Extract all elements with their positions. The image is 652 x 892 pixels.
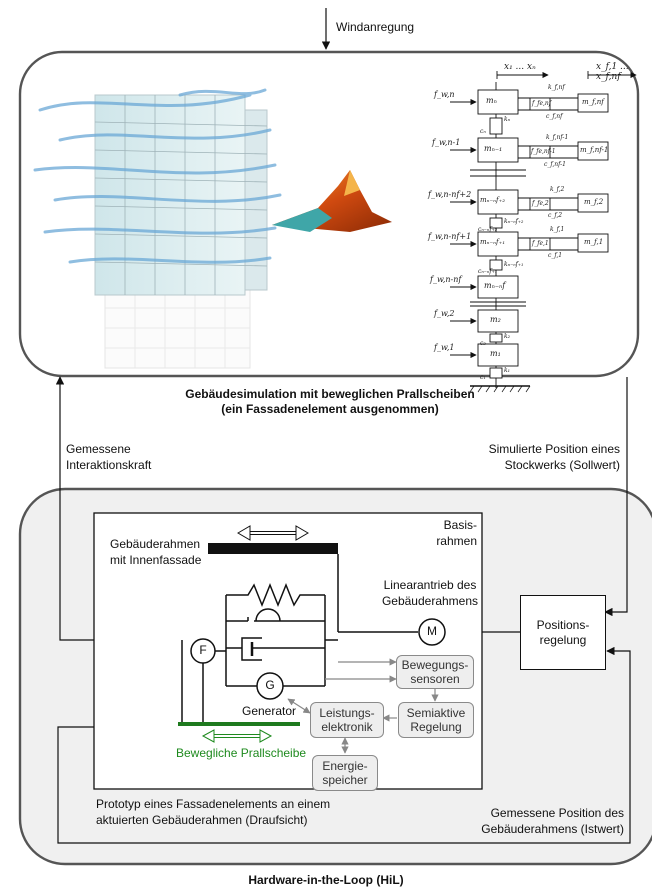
damper-cn-nf-2: cₙ₋ₙf₊₂ <box>478 226 498 233</box>
simulation-caption-line2: (ein Fassadenelement ausgenommen) <box>221 402 439 416</box>
hil-title: Hardware-in-the-Loop (HiL) <box>248 873 404 887</box>
spring-kf-nf-1: k_f,nf-1 <box>546 134 569 141</box>
positionsregelung-line1: Positions- <box>536 617 590 632</box>
spring-kn: kₙ <box>504 116 511 123</box>
basisrahmen-box <box>93 512 483 790</box>
damper-cf-nf: c_f,nf <box>546 113 563 120</box>
facade-mass-1: m_f,1 <box>584 238 604 246</box>
force-label-1: f_w,1 <box>434 343 455 352</box>
basisrahmen-label-line2: rahmen <box>436 534 477 548</box>
mass-label-n-nf-2: mₙ₋ₙf₊₂ <box>480 196 506 204</box>
generator-symbol: G <box>265 678 275 692</box>
left-link-line2: Interaktionskraft <box>66 458 152 472</box>
x-header-1: x₁ ... xₙ <box>504 62 536 72</box>
damper-cf-2: c_f,2 <box>548 212 563 219</box>
mass-label-n: mₙ <box>486 96 497 105</box>
building-illustration <box>33 88 282 369</box>
generator-label: Generator <box>242 704 297 718</box>
spring-kf-2: k_f,2 <box>550 186 565 193</box>
mass-label-1: m₁ <box>490 349 501 358</box>
semiaktive-line1: Semiaktive <box>406 706 466 720</box>
force-symbol: F <box>199 643 207 657</box>
force-label-n-nf: f_w,n-nf <box>430 275 462 284</box>
spring-kf-nf: k_f,nf <box>548 84 565 91</box>
wind-input-label: Windanregung <box>336 20 415 34</box>
motor-symbol: M <box>427 624 437 638</box>
facade-mass-2: m_f,2 <box>584 198 604 206</box>
matlab-logo-icon <box>272 170 392 232</box>
spring-kn-nf-1: kₙ₋ₙf₊₁ <box>504 261 524 268</box>
bewegungssensoren-box: Bewegungs- sensoren <box>396 655 474 689</box>
positionsregelung-box: Positions- regelung <box>520 595 606 670</box>
damper-cn: cₙ <box>480 128 486 135</box>
gebaeuderahmen-label-line1: Gebäuderahmen <box>110 537 201 551</box>
gebaeuderahmen-label-line2: mit Innenfassade <box>110 553 202 567</box>
spring-kn-nf-2: kₙ₋ₙf₊₂ <box>504 218 524 225</box>
spring-k1: k₁ <box>504 367 511 374</box>
gebaeuderahmen-bar <box>208 543 338 554</box>
facade-force-2: f_fe,2 <box>532 200 549 207</box>
facade-mass-nf-1: m_f,nf-1 <box>580 146 609 154</box>
force-label-n-nf-2: f_w,n-nf+2 <box>428 190 472 199</box>
motor-circle <box>418 618 446 646</box>
facade-force-1: f_fe,1 <box>532 240 549 247</box>
gemessene-position-line1: Gemessene Position des <box>490 806 624 820</box>
leistungselektronik-line2: elektronik <box>321 720 373 734</box>
leistungselektronik-line1: Leistungs- <box>319 706 375 720</box>
damper-c2: c₂ <box>480 340 486 347</box>
linearantrieb-label-line2: Gebäuderahmens <box>381 594 479 608</box>
damper-cf-1: c_f,1 <box>548 252 563 259</box>
damper-cn-nf-1: cₙ₋ₙf₊₁ <box>478 268 498 275</box>
gemessene-position-line2: Gebäuderahmens (Istwert) <box>481 822 624 836</box>
energiespeicher-box: Energie- speicher <box>312 755 378 791</box>
mass-label-n-1: mₙ₋₁ <box>484 144 503 153</box>
left-link-line1: Gemessene <box>66 442 131 456</box>
force-label-n-1: f_w,n-1 <box>432 138 461 147</box>
facade-force-nf-1: f_fe,nf-1 <box>531 148 556 155</box>
simulation-caption-line1: Gebäudesimulation mit beweglichen Pralls… <box>185 387 475 401</box>
mass-label-2: m₂ <box>490 315 501 324</box>
leistungselektronik-box: Leistungs- elektronik <box>310 702 384 738</box>
damper-c1: c₁ <box>480 374 486 381</box>
x-header-2: x_f,1 ... x_f,nf <box>596 62 629 82</box>
semiaktive-line2: Regelung <box>410 720 462 734</box>
prototyp-label-line1: Prototyp eines Fassadenelements an einem <box>96 797 331 811</box>
prototyp-label-line2: aktuierten Gebäuderahmen (Draufsicht) <box>96 813 308 827</box>
mass-label-n-nf-1: mₙ₋ₙf₊₁ <box>480 238 506 246</box>
energiespeicher-line1: Energie- <box>322 759 368 773</box>
energiespeicher-line2: speicher <box>322 773 368 787</box>
right-link-line1: Simulierte Position eines <box>488 442 620 456</box>
structural-model <box>450 71 637 393</box>
basisrahmen-label-line1: Basis- <box>443 518 477 532</box>
positionsregelung-line2: regelung <box>539 632 587 647</box>
linearantrieb-label-line1: Linearantrieb des <box>383 578 477 592</box>
mass-label-n-nf: mₙ₋ₙf <box>484 281 506 290</box>
facade-mass-nf: m_f,nf <box>582 98 604 106</box>
force-label-2: f_w,2 <box>434 309 455 318</box>
right-link-line2: Stockwerks (Sollwert) <box>504 458 620 472</box>
spring-k2: k₂ <box>504 333 511 340</box>
spring-kf-1: k_f,1 <box>550 226 565 233</box>
damper-cf-nf-1: c_f,nf-1 <box>544 161 566 168</box>
bewegungssensoren-line2: sensoren <box>410 672 460 686</box>
prallscheibe-label: Bewegliche Prallscheibe <box>176 746 307 760</box>
force-label-n: f_w,n <box>434 90 455 99</box>
bewegungssensoren-line1: Bewegungs- <box>401 658 469 672</box>
semiaktive-regelung-box: Semiaktive Regelung <box>398 702 474 738</box>
force-label-n-nf-1: f_w,n-nf+1 <box>428 232 472 241</box>
facade-force-nf: f_fe,nf <box>532 100 551 107</box>
